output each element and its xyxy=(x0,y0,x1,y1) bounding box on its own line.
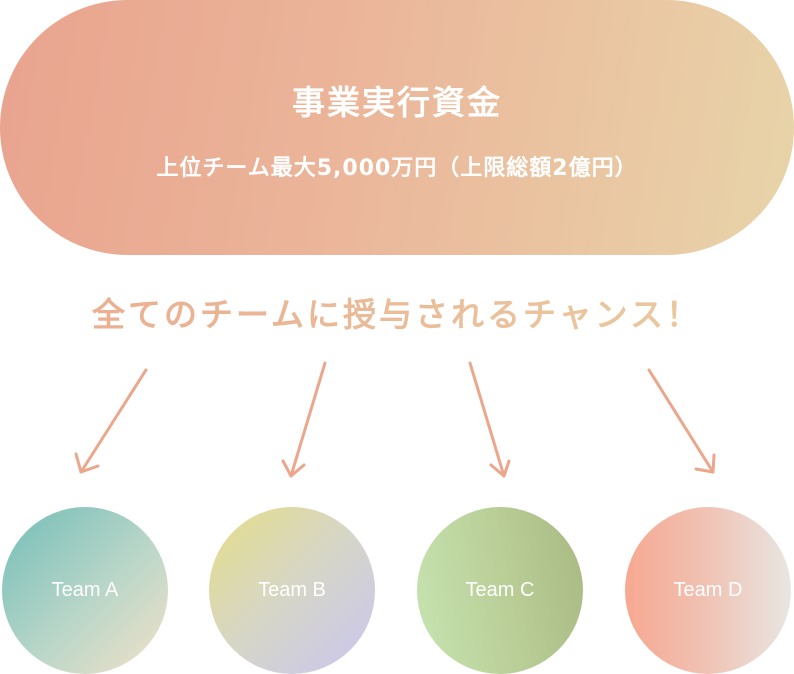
team-d-label: Team D xyxy=(673,579,743,601)
arrow-to-team-b-icon xyxy=(281,361,327,478)
arrow-to-team-a-icon xyxy=(74,368,148,474)
team-c-circle: Team C xyxy=(417,507,583,674)
team-a-circle: Team A xyxy=(2,507,168,674)
team-b-circle: Team B xyxy=(209,507,375,674)
banner-subtitle: 上位チーム最大5,000万円（上限総額2億円） xyxy=(156,156,638,181)
tagline: 全てのチームに授与されるチャンス！ xyxy=(0,288,794,336)
banner-title: 事業実行資金 xyxy=(292,83,502,122)
team-b-label: Team B xyxy=(258,579,326,601)
team-a-label: Team A xyxy=(51,579,119,601)
arrow-to-team-c-icon xyxy=(468,361,511,478)
arrow-to-team-d-icon xyxy=(647,368,716,474)
team-d-circle: Team D xyxy=(625,507,791,674)
team-c-label: Team C xyxy=(465,579,535,601)
funding-banner: 事業実行資金 上位チーム最大5,000万円（上限総額2億円） xyxy=(0,0,794,255)
